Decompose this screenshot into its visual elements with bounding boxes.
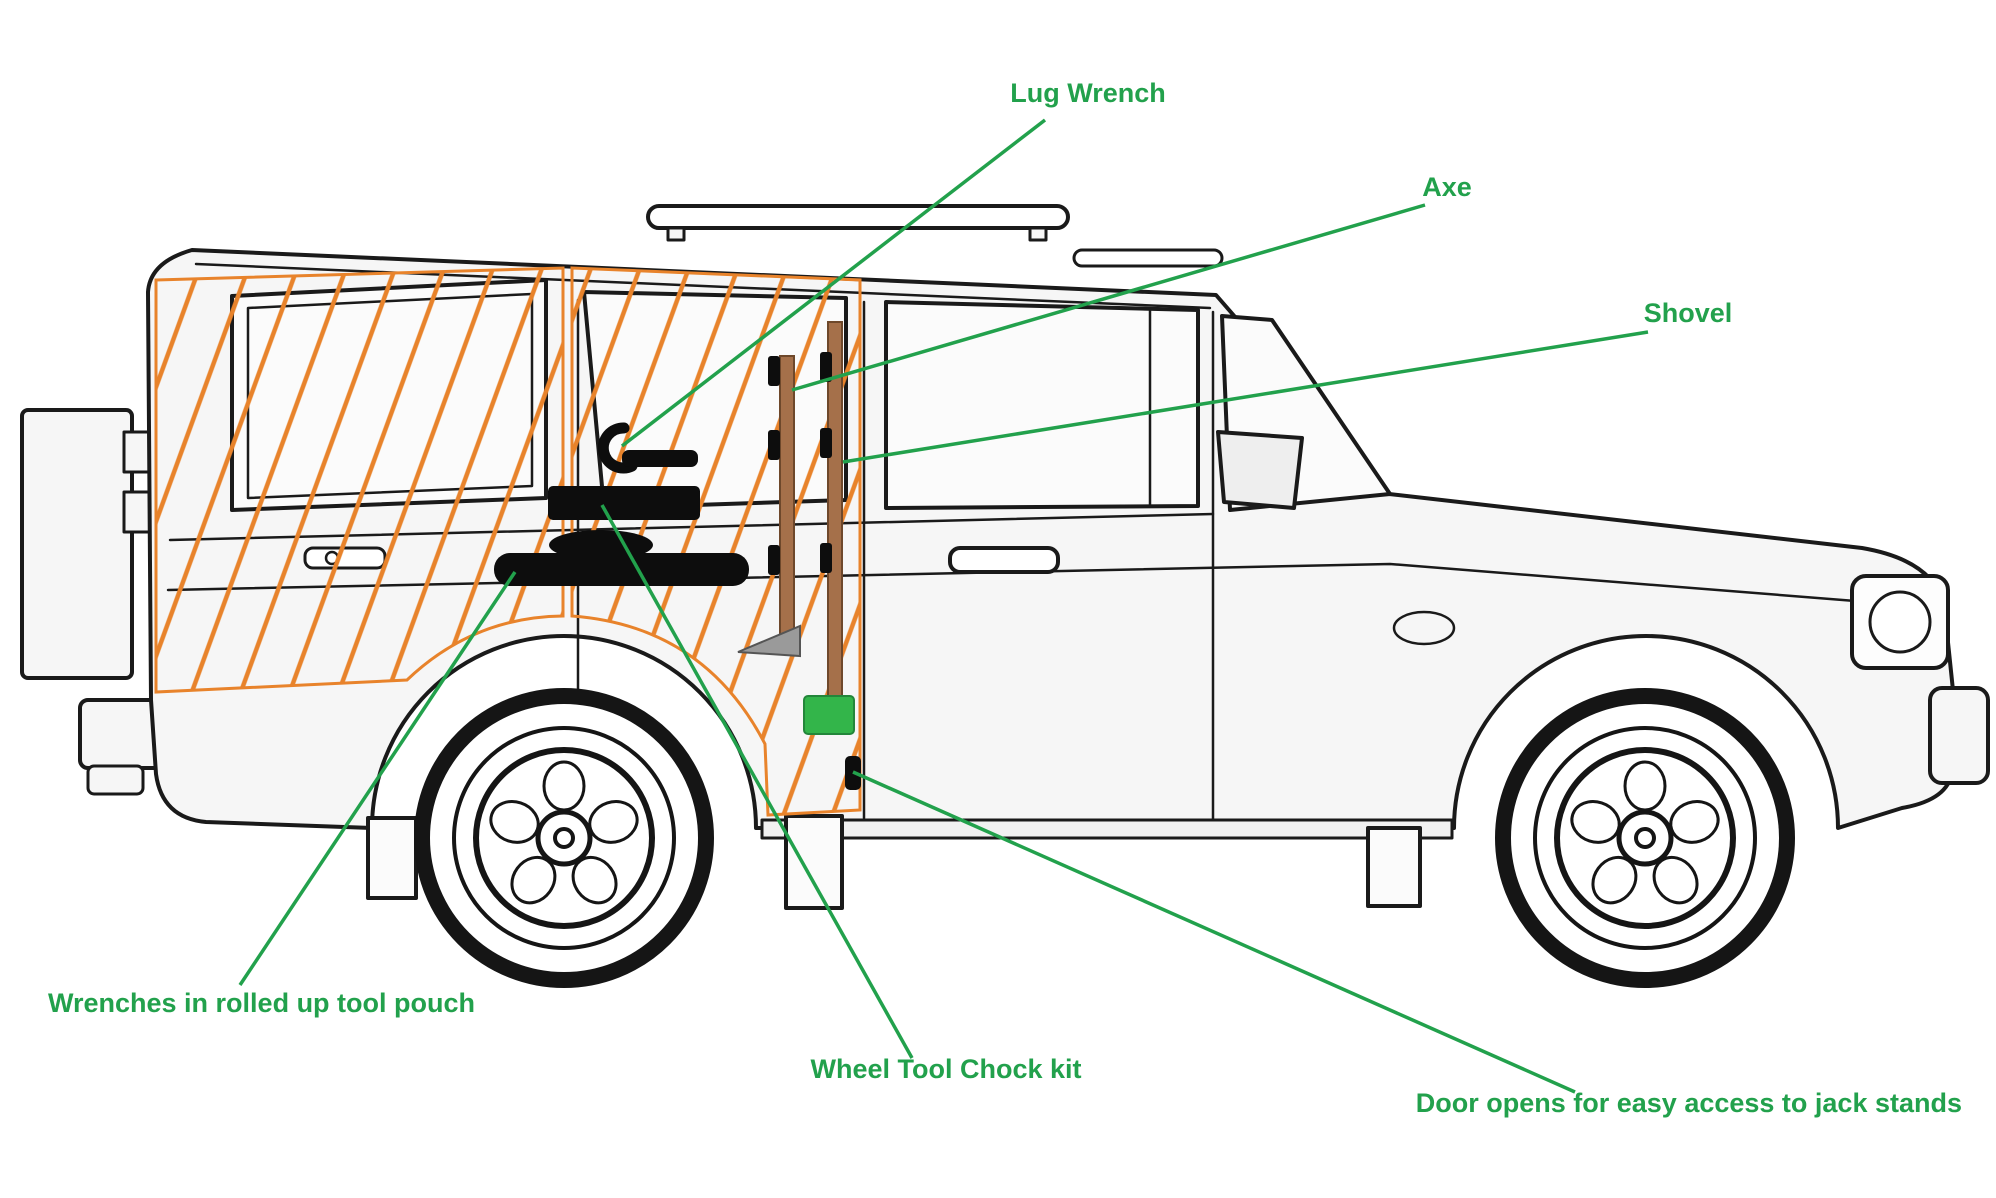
- storage-zone-rear: [154, 266, 565, 694]
- annotation-line-door-access: [852, 770, 1576, 1094]
- tool-bag-shape: [548, 486, 700, 520]
- roof-rack-front-rail: [1072, 248, 1224, 268]
- side-mirror: [1216, 430, 1304, 510]
- roof-rack-rail: [646, 204, 1070, 230]
- mud-flap-rear-back: [784, 814, 844, 910]
- rear-carrier-box: [20, 408, 134, 680]
- running-board: [760, 818, 1454, 840]
- annotation-line-wheel-chock: [600, 504, 914, 1059]
- annotation-label-wheel-chock: Wheel Tool Chock kit: [810, 1054, 1081, 1084]
- annotation-label-wrenches-pouch: Wrenches in rolled up tool pouch: [48, 988, 475, 1018]
- rear-carrier-tab-bottom: [122, 490, 152, 534]
- wrench-pouch-shape: [494, 553, 749, 586]
- lug-wrench-bar: [622, 450, 698, 467]
- rear-wheel: [422, 696, 706, 980]
- fuel-filler-cap: [1392, 610, 1456, 646]
- roof-rack-foot-front: [1028, 226, 1048, 242]
- annotation-label-lug-wrench: Lug Wrench: [1010, 78, 1166, 108]
- rear-bumper-step: [86, 764, 145, 796]
- mounting-clips: [768, 352, 832, 575]
- annotation-line-axe: [791, 203, 1426, 392]
- annotation-line-lug-wrench: [620, 118, 1047, 448]
- shovel-blade-tip: [737, 624, 801, 658]
- mud-flap-front: [1366, 826, 1422, 908]
- axe-shaft: [779, 355, 795, 653]
- wheel-chock-block: [803, 695, 855, 735]
- lug-wrench-shape: [597, 422, 638, 474]
- annotation-line-shovel: [842, 330, 1649, 464]
- mud-flap-rear-front: [366, 816, 418, 900]
- rear-carrier-tab-top: [122, 430, 152, 474]
- annotation-label-door-access: Door opens for easy access to jack stand…: [1416, 1088, 1962, 1118]
- annotation-line-wrenches-pouch: [238, 571, 517, 986]
- annotation-label-shovel: Shovel: [1644, 298, 1733, 328]
- front-bumper: [1928, 686, 1990, 785]
- front-wheel: [1503, 696, 1787, 980]
- front-door-window: [884, 300, 1200, 510]
- roof-rack-foot-rear: [666, 226, 686, 242]
- headlight-lens: [1868, 590, 1932, 654]
- front-door-handle: [948, 546, 1060, 574]
- annotation-label-axe: Axe: [1422, 172, 1472, 202]
